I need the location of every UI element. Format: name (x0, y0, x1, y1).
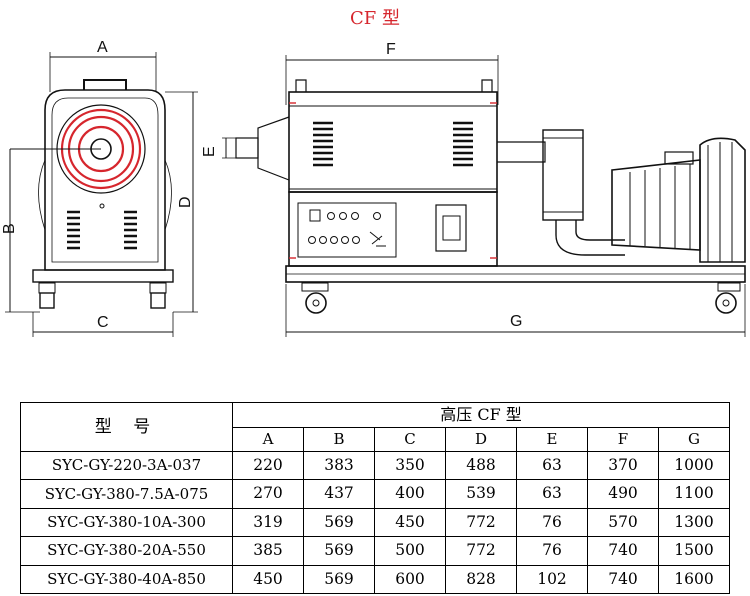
value-cell: 772 (445, 507, 517, 538)
model-cell: SYC-GY-380-10A-300 (20, 507, 233, 538)
value-cell: 76 (516, 536, 588, 566)
dim-label-c: C (97, 314, 109, 331)
column-header: D (445, 427, 517, 452)
value-cell: 539 (445, 479, 517, 509)
value-cell: 102 (516, 564, 588, 595)
table-row: SYC-GY-380-20A-550 385 569 500 772 76 74… (20, 536, 730, 566)
value-cell: 400 (374, 479, 446, 509)
model-cell: SYC-GY-380-20A-550 (20, 536, 233, 566)
value-cell: 740 (587, 564, 659, 595)
value-cell: 350 (374, 450, 446, 481)
value-cell: 383 (303, 450, 375, 481)
dim-label-b: B (1, 223, 18, 234)
column-header: C (374, 427, 446, 452)
model-cell: SYC-GY-220-3A-037 (20, 450, 233, 481)
value-cell: 772 (445, 536, 517, 566)
value-cell: 600 (374, 564, 446, 595)
dim-label-d: D (177, 196, 194, 208)
table-row: SYC-GY-380-7.5A-075 270 437 400 539 63 4… (20, 479, 730, 509)
dim-label-g: G (510, 313, 522, 330)
value-cell: 1000 (658, 450, 730, 481)
value-cell: 828 (445, 564, 517, 595)
model-header: 型 号 (20, 402, 233, 452)
column-header: E (516, 427, 588, 452)
page-title: CF 型 (350, 8, 400, 29)
value-cell: 385 (232, 536, 304, 566)
value-cell: 488 (445, 450, 517, 481)
column-header: A (232, 427, 304, 452)
value-cell: 76 (516, 507, 588, 538)
table-row: SYC-GY-220-3A-037 220 383 350 488 63 370… (20, 450, 730, 481)
value-cell: 63 (516, 450, 588, 481)
spec-table: 型 号 高压 CF 型 A B C D E F G SYC-GY-220-3A-… (20, 402, 730, 595)
value-cell: 1300 (658, 507, 730, 538)
value-cell: 319 (232, 507, 304, 538)
value-cell: 370 (587, 450, 659, 481)
value-cell: 1500 (658, 536, 730, 566)
value-cell: 569 (303, 564, 375, 595)
value-cell: 270 (232, 479, 304, 509)
value-cell: 437 (303, 479, 375, 509)
value-cell: 220 (232, 450, 304, 481)
value-cell: 63 (516, 479, 588, 509)
value-cell: 569 (303, 507, 375, 538)
model-cell: SYC-GY-380-7.5A-075 (20, 479, 233, 509)
value-cell: 450 (374, 507, 446, 538)
value-cell: 450 (232, 564, 304, 595)
value-cell: 1600 (658, 564, 730, 595)
dim-label-f: F (386, 41, 396, 58)
value-cell: 569 (303, 536, 375, 566)
front-view (5, 52, 198, 337)
value-cell: 570 (587, 507, 659, 538)
group-header: 高压 CF 型 (232, 402, 730, 428)
value-cell: 500 (374, 536, 446, 566)
table-row: SYC-GY-380-40A-850 450 569 600 828 102 7… (20, 564, 730, 595)
model-cell: SYC-GY-380-40A-850 (20, 564, 233, 595)
column-header: F (587, 427, 659, 452)
table-row: SYC-GY-380-10A-300 319 569 450 772 76 57… (20, 507, 730, 538)
dim-label-a: A (97, 39, 108, 56)
technical-drawing: A B C D E F G (1, 39, 746, 337)
value-cell: 490 (587, 479, 659, 509)
value-cell: 1100 (658, 479, 730, 509)
side-view (222, 55, 746, 337)
column-header: B (303, 427, 375, 452)
value-cell: 740 (587, 536, 659, 566)
column-header: G (658, 427, 730, 452)
dim-label-e: E (201, 146, 218, 157)
